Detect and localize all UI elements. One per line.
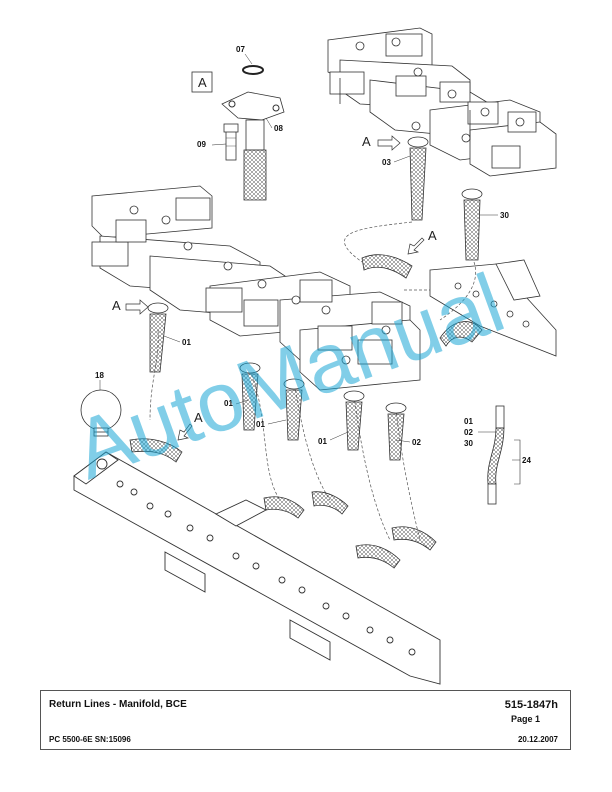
return-manifold [73, 451, 441, 685]
right-manifold-section [429, 259, 557, 357]
view-marker-a-1: A [362, 134, 401, 151]
center-valve-block [91, 185, 421, 391]
filter-breather [80, 389, 122, 437]
detail-a: A [191, 65, 285, 201]
svg-text:A: A [428, 228, 437, 243]
callout-01-a: 01 [182, 338, 191, 347]
leader-lines [99, 53, 520, 461]
machine-model: PC 5500-6E SN:15096 [49, 735, 131, 744]
upper-right-hoses [361, 136, 483, 347]
upper-right-valve-block [327, 27, 557, 177]
view-marker-a-3: A [112, 298, 149, 315]
view-marker-a-4: A [177, 410, 203, 441]
callout-09: 09 [197, 140, 206, 149]
split-flange [221, 91, 285, 121]
detail-a-label: A [198, 75, 207, 90]
center-hoses [129, 302, 437, 569]
svg-text:A: A [194, 410, 203, 425]
callout-08: 08 [274, 124, 283, 133]
callout-01-d: 01 [318, 437, 327, 446]
callout-group-30: 30 [464, 439, 473, 448]
document-number: 515-1847h [504, 699, 558, 711]
callout-30: 30 [500, 211, 509, 220]
detail-a-box [191, 71, 213, 93]
svg-text:A: A [112, 298, 121, 313]
drawing-title: Return Lines - Manifold, BCE [49, 699, 187, 710]
callout-02: 02 [412, 438, 421, 447]
bolt [225, 127, 237, 161]
title-block: Return Lines - Manifold, BCE 515-1847h P… [40, 690, 571, 750]
callout-group-02: 02 [464, 428, 473, 437]
callout-18: 18 [95, 371, 104, 380]
hose-24 [478, 405, 521, 505]
view-marker-a-2: A [407, 228, 437, 255]
callout-24: 24 [522, 456, 531, 465]
callout-01-b: 01 [224, 399, 233, 408]
page-number: Page 1 [511, 714, 541, 724]
callout-07: 07 [236, 45, 245, 54]
callout-group-01: 01 [464, 417, 473, 426]
callout-03: 03 [382, 158, 391, 167]
callout-01-c: 01 [256, 420, 265, 429]
document-date: 20.12.2007 [517, 735, 558, 744]
detail-hose [243, 149, 267, 201]
svg-text:A: A [362, 134, 371, 149]
o-ring [242, 65, 264, 75]
